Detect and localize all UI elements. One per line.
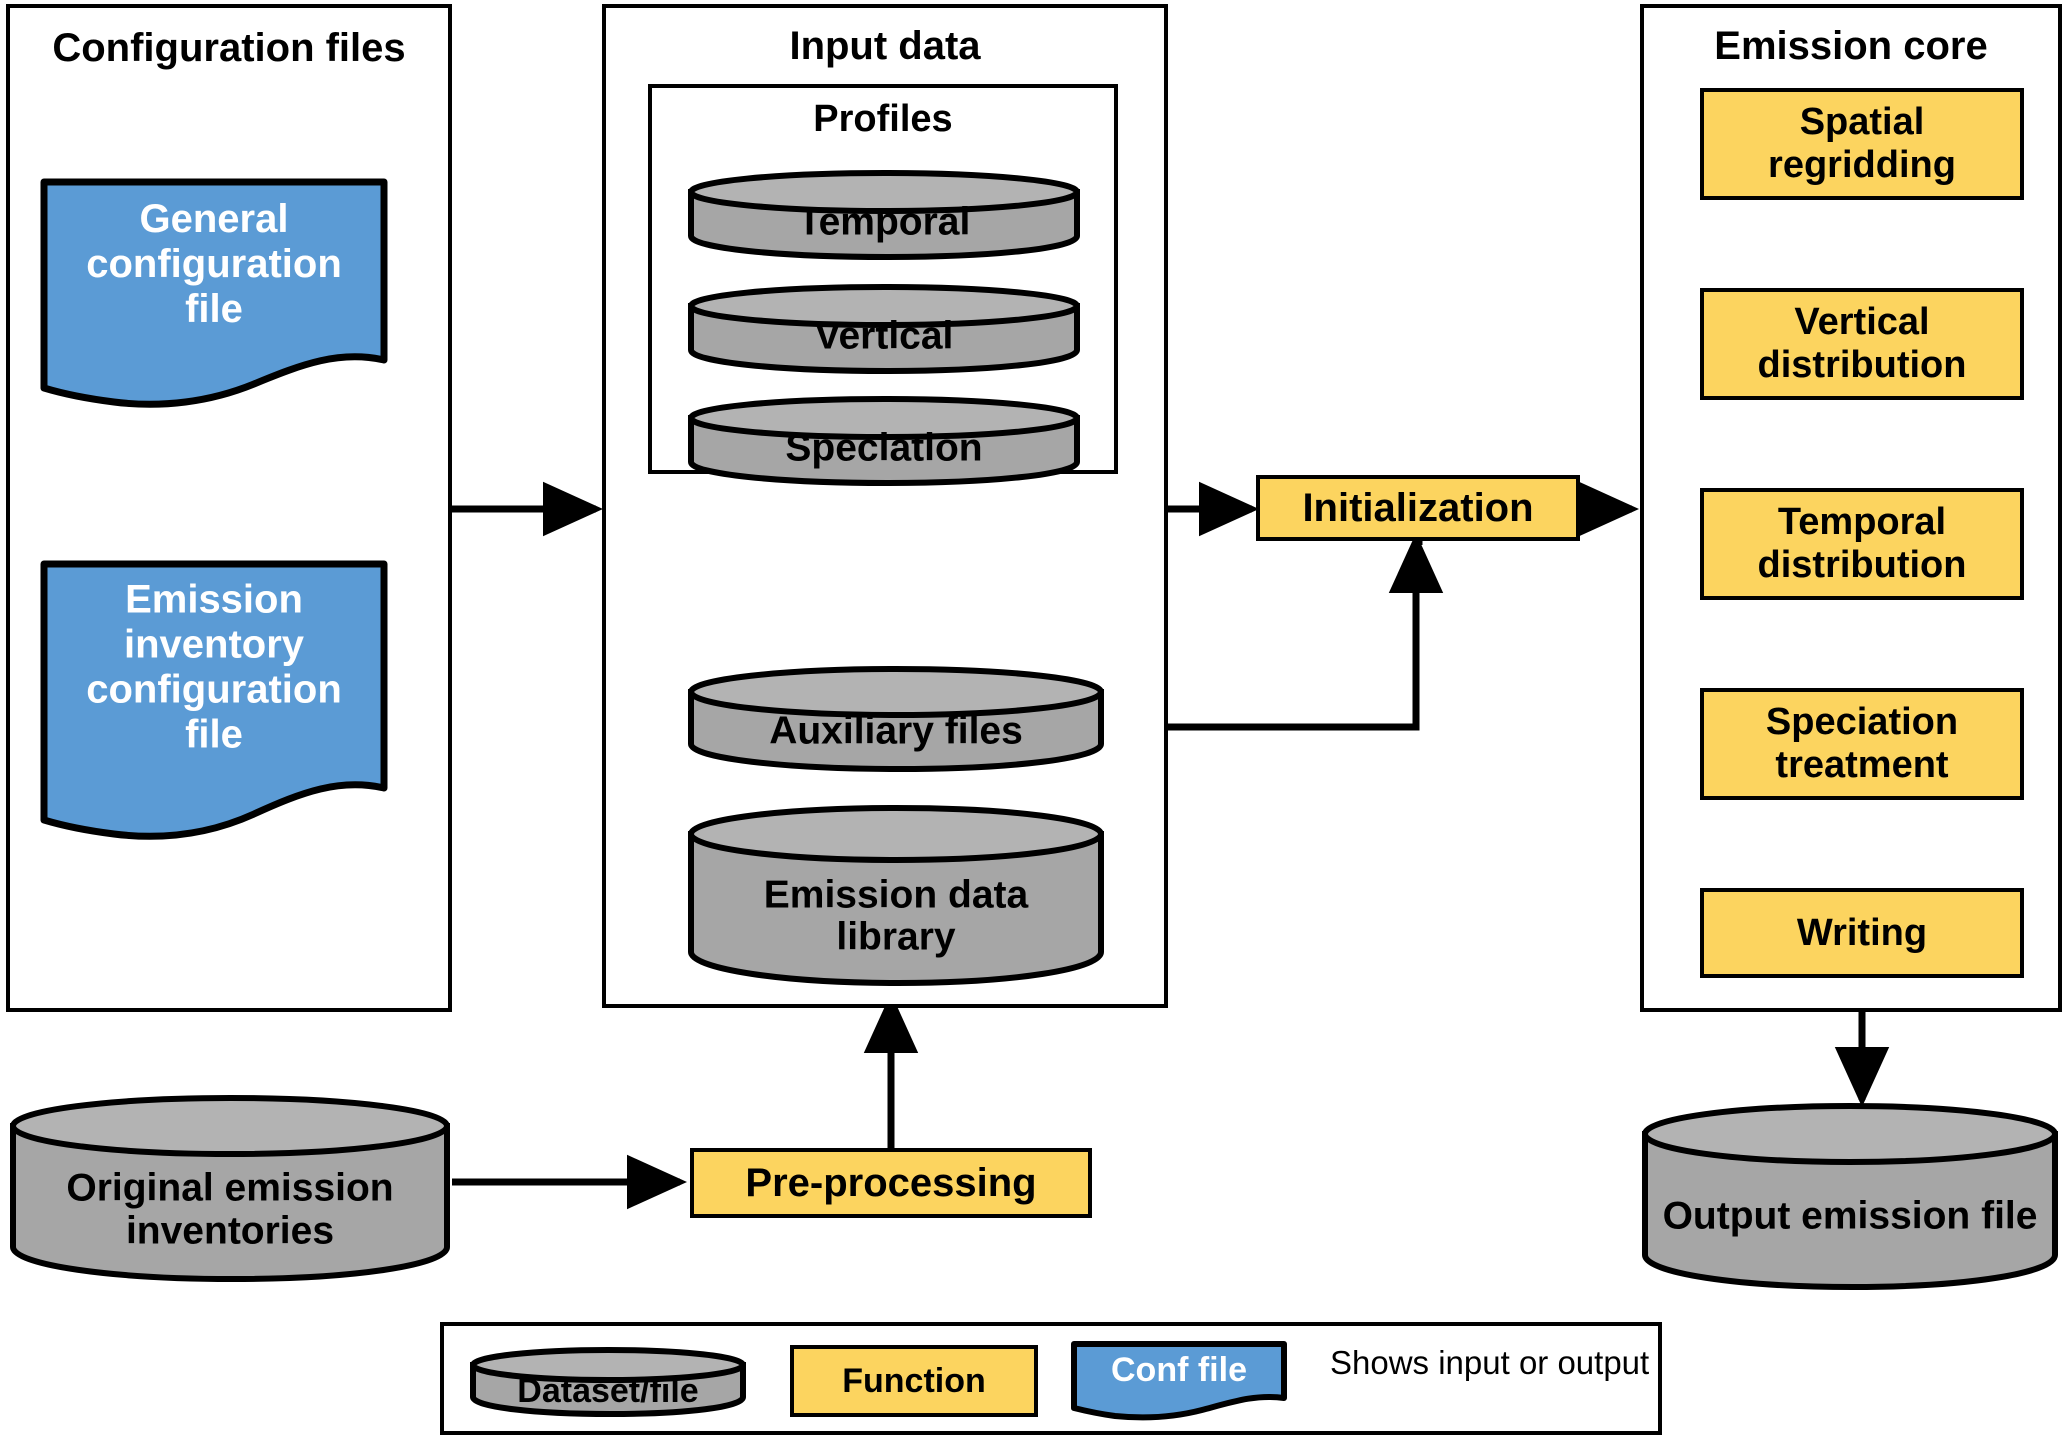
panel-title-configuration-files: Configuration files <box>52 26 406 70</box>
panel-title-emission-core: Emission core <box>1714 24 1988 68</box>
function-pre-processing-label: Pre-processing <box>745 1160 1037 1205</box>
dataset-profile-vertical[interactable]: Vertical <box>686 282 1082 374</box>
function-spatial-regridding[interactable]: Spatial regridding <box>1700 88 2024 200</box>
dataset-emission-data-library[interactable]: Emission data library <box>686 802 1106 988</box>
function-initialization-label: Initialization <box>1302 485 1534 530</box>
function-speciation-treatment[interactable]: Speciation treatment <box>1700 688 2024 800</box>
panel-title-profiles: Profiles <box>813 98 953 140</box>
function-initialization[interactable]: Initialization <box>1256 475 1580 541</box>
conf-file-emission-inventory-configuration[interactable]: Emission inventory configuration file <box>40 560 388 850</box>
legend-arrow-label: Shows input or output <box>1330 1344 1650 1381</box>
function-writing-label: Writing <box>1796 911 1928 954</box>
conf-file-general-configuration[interactable]: General configuration file <box>40 178 388 418</box>
function-speciation-treatment-label: Speciation treatment <box>1765 701 1959 786</box>
dataset-original-emission-inventories[interactable]: Original emission inventories <box>8 1092 452 1284</box>
dataset-profile-speciation[interactable]: Speciation <box>686 394 1082 486</box>
function-spatial-regridding-label: Spatial regridding <box>1768 101 1956 186</box>
dataset-profile-temporal[interactable]: Temporal <box>686 168 1082 260</box>
function-vertical-distribution[interactable]: Vertical distribution <box>1700 288 2024 400</box>
legend-dataset-icon: Dataset/file <box>468 1345 748 1417</box>
legend-conf-file-icon: Conf file <box>1070 1340 1288 1422</box>
dataset-auxiliary-files[interactable]: Auxiliary files <box>686 664 1106 774</box>
function-writing[interactable]: Writing <box>1700 888 2024 978</box>
function-vertical-distribution-label: Vertical distribution <box>1757 301 1967 386</box>
panel-title-input-data: Input data <box>789 24 981 68</box>
panel-configuration-files: Configuration files <box>6 4 452 1012</box>
function-temporal-distribution[interactable]: Temporal distribution <box>1700 488 2024 600</box>
function-temporal-distribution-label: Temporal distribution <box>1757 501 1967 586</box>
dataset-output-emission-file[interactable]: Output emission file <box>1640 1100 2060 1292</box>
legend-function-icon: Function <box>790 1345 1038 1417</box>
function-pre-processing[interactable]: Pre-processing <box>690 1148 1092 1218</box>
legend-function-label: Function <box>842 1361 986 1400</box>
